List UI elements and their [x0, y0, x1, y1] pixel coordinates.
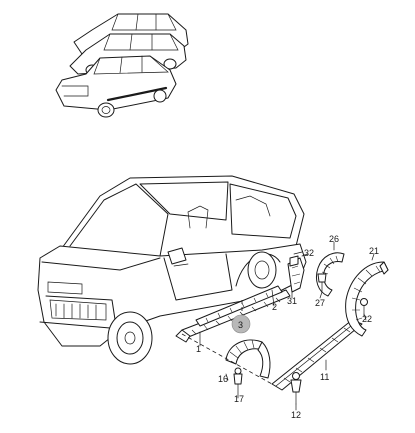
part-11-rocker-trim	[271, 319, 363, 391]
callout-16: 16	[218, 374, 228, 384]
callout-27: 27	[315, 298, 325, 308]
callout-31: 31	[287, 296, 297, 306]
part-2-sill-cover	[195, 285, 283, 327]
part-27-screw	[317, 273, 327, 293]
part-31-end-piece	[287, 257, 305, 293]
callout-labels: 1 2 3 11 12 16 17 21 22 26 27 31 32	[196, 234, 379, 420]
callout-11: 11	[320, 372, 329, 382]
part-12-clip	[290, 372, 302, 405]
callout-1: 1	[196, 344, 201, 354]
callout-32: 32	[304, 248, 314, 258]
callout-2: 2	[272, 302, 277, 312]
callout-26: 26	[329, 234, 339, 244]
vehicle-variants-thumbnail	[55, 13, 189, 118]
part-17-screw	[233, 367, 243, 397]
callout-17: 17	[234, 394, 244, 404]
callout-21: 21	[369, 246, 379, 256]
main-car-body	[37, 175, 307, 365]
highlight-badge-3	[231, 314, 251, 334]
part-21-rear-arch-liner	[345, 261, 389, 337]
part-32-retainer	[289, 251, 303, 267]
callout-12: 12	[291, 410, 301, 420]
callout-3: 3	[238, 320, 243, 330]
thumbnail-car-coupe	[55, 55, 177, 118]
callout-22: 22	[362, 314, 372, 324]
leader-lines	[181, 241, 375, 411]
part-16-wheel-arch-liner	[225, 339, 271, 379]
